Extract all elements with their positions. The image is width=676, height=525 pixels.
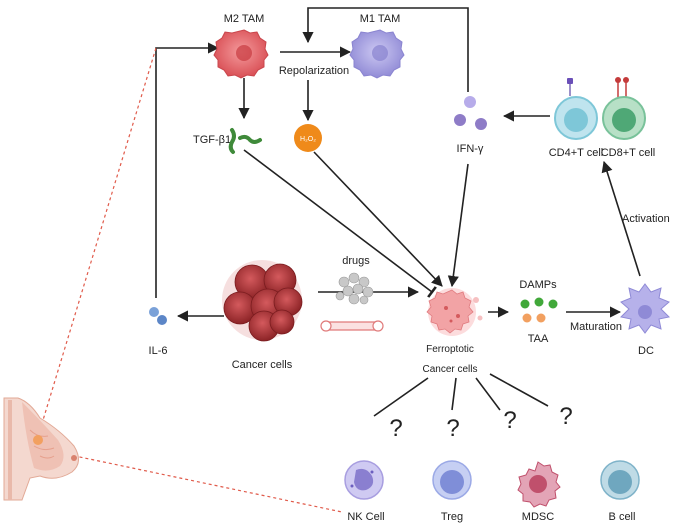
drug-particles — [335, 272, 374, 305]
damps-dots — [520, 297, 558, 323]
m1-tam-cell — [349, 29, 405, 79]
cd4-t-label: CD4+T cell — [549, 147, 604, 159]
ferroptotic-label-line2: Cancer cells — [422, 364, 477, 375]
cancer-cell-cluster — [222, 260, 303, 342]
activation-label: Activation — [622, 213, 670, 225]
mdsc-label: MDSC — [522, 511, 554, 523]
ferroptotic-label-line1: Ferroptotic — [426, 344, 474, 355]
dendritic-cell — [619, 283, 671, 334]
cd4-t-cell — [554, 78, 598, 140]
drugs-label: drugs — [342, 255, 370, 267]
ifn-g-molecules — [454, 96, 487, 130]
ifn-g-label: IFN-γ — [457, 143, 484, 155]
question-mark-treg: ? — [446, 415, 459, 442]
cd8-t-label: CD8+T cell — [601, 147, 656, 159]
arrow-ifn-to-ferroptotic — [447, 163, 469, 288]
m2-tam-cell — [213, 29, 269, 79]
repolarization-label: Repolarization — [279, 65, 349, 77]
nk-cell — [344, 460, 384, 500]
b-cell-label: B cell — [609, 511, 636, 523]
arrow-h2o2-to-ferroptotic — [313, 151, 443, 287]
svg-text:H₂O₂: H₂O₂ — [300, 136, 316, 143]
taa-label: TAA — [528, 333, 549, 345]
treg-cell — [432, 460, 472, 500]
arrow-il6-to-m2 — [155, 42, 220, 298]
line-to-bcell — [489, 373, 549, 407]
m1-tam-label: M1 TAM — [360, 13, 401, 25]
cd8-t-cell — [602, 77, 646, 140]
breast-tissue-illustration — [3, 397, 79, 501]
zoom-lines — [39, 47, 343, 513]
h2o2-molecule: H₂O₂ — [294, 124, 322, 152]
tgf-b1-molecules — [228, 128, 262, 154]
cancer-cells-label: Cancer cells — [232, 359, 293, 371]
arrow-dc-to-tcells — [601, 160, 641, 277]
nanocarrier-icon — [320, 320, 384, 332]
pathway-arrows — [155, 7, 641, 417]
b-cell — [600, 460, 640, 500]
m2-tam-label: M2 TAM — [224, 13, 265, 25]
nk-label: NK Cell — [347, 511, 384, 523]
treg-label: Treg — [441, 511, 463, 523]
tgf-b1-label: TGF-β1 — [193, 134, 231, 146]
dc-label: DC — [638, 345, 654, 357]
mdsc-cell — [517, 461, 561, 508]
il6-molecules — [149, 307, 167, 325]
line-to-nk — [373, 377, 429, 417]
il6-label: IL-6 — [149, 345, 168, 357]
damps-label: DAMPs — [519, 279, 557, 291]
line-to-treg — [451, 377, 457, 411]
arrow-ifn-to-m1 — [302, 7, 469, 92]
inhibit-tgf-to-ferroptotic — [243, 149, 437, 298]
question-mark-nk: ? — [389, 415, 402, 442]
question-mark-mdsc: ? — [503, 407, 516, 434]
question-mark-bcell: ? — [559, 403, 572, 430]
ferroptotic-cell — [426, 288, 483, 336]
line-to-mdsc — [475, 377, 501, 411]
maturation-label: Maturation — [570, 321, 622, 333]
